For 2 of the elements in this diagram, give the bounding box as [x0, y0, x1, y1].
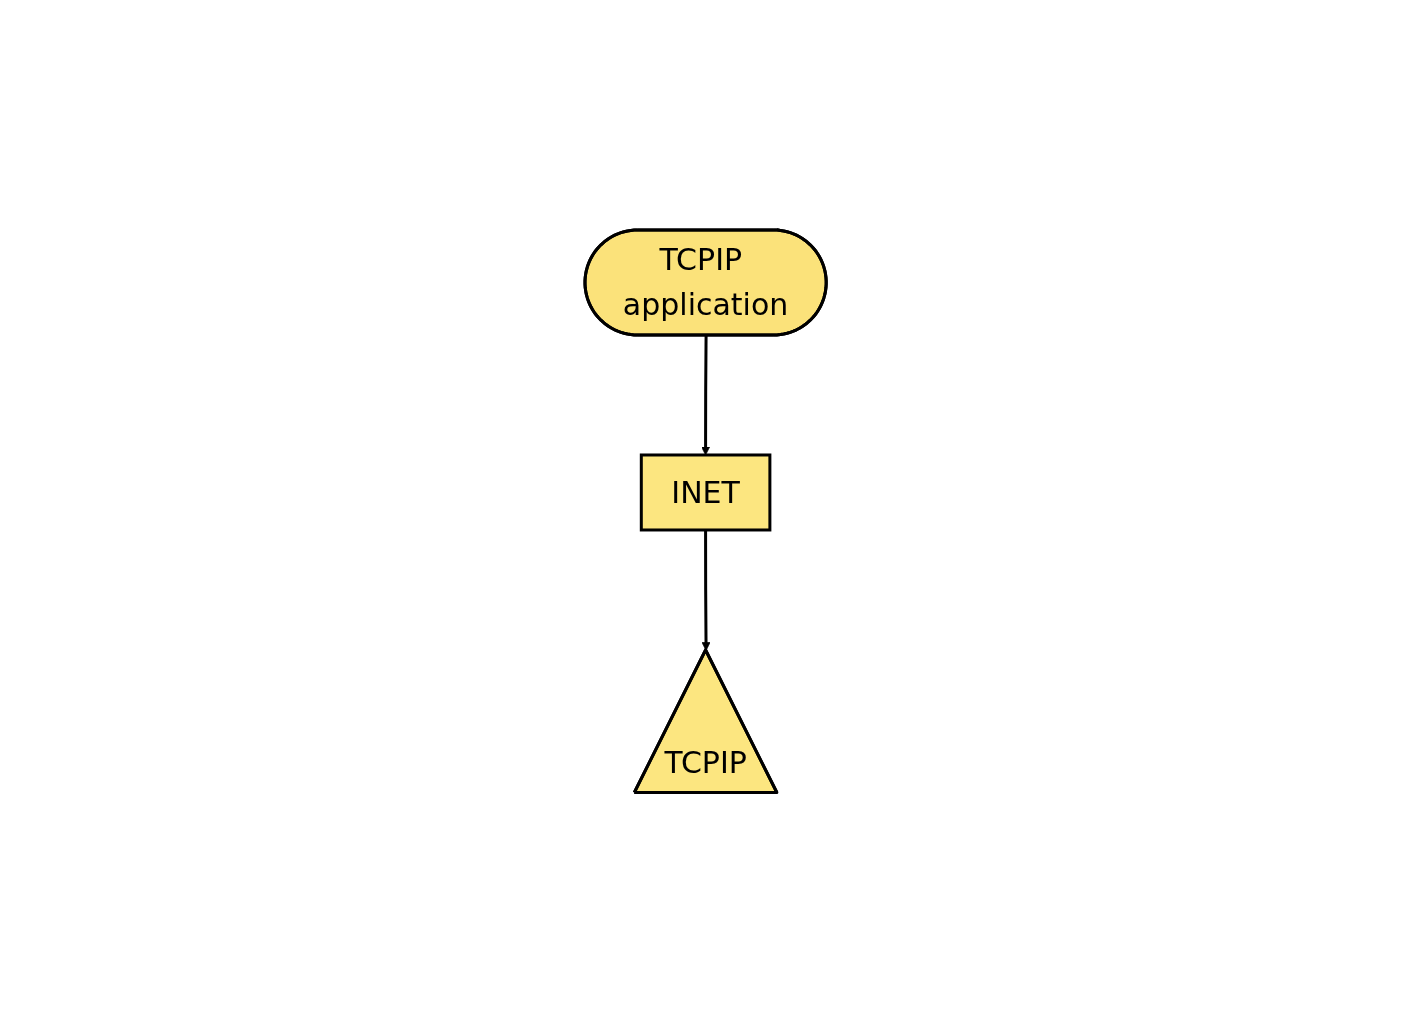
arrow: [701, 335, 711, 456]
node-box: INET: [640, 453, 772, 532]
